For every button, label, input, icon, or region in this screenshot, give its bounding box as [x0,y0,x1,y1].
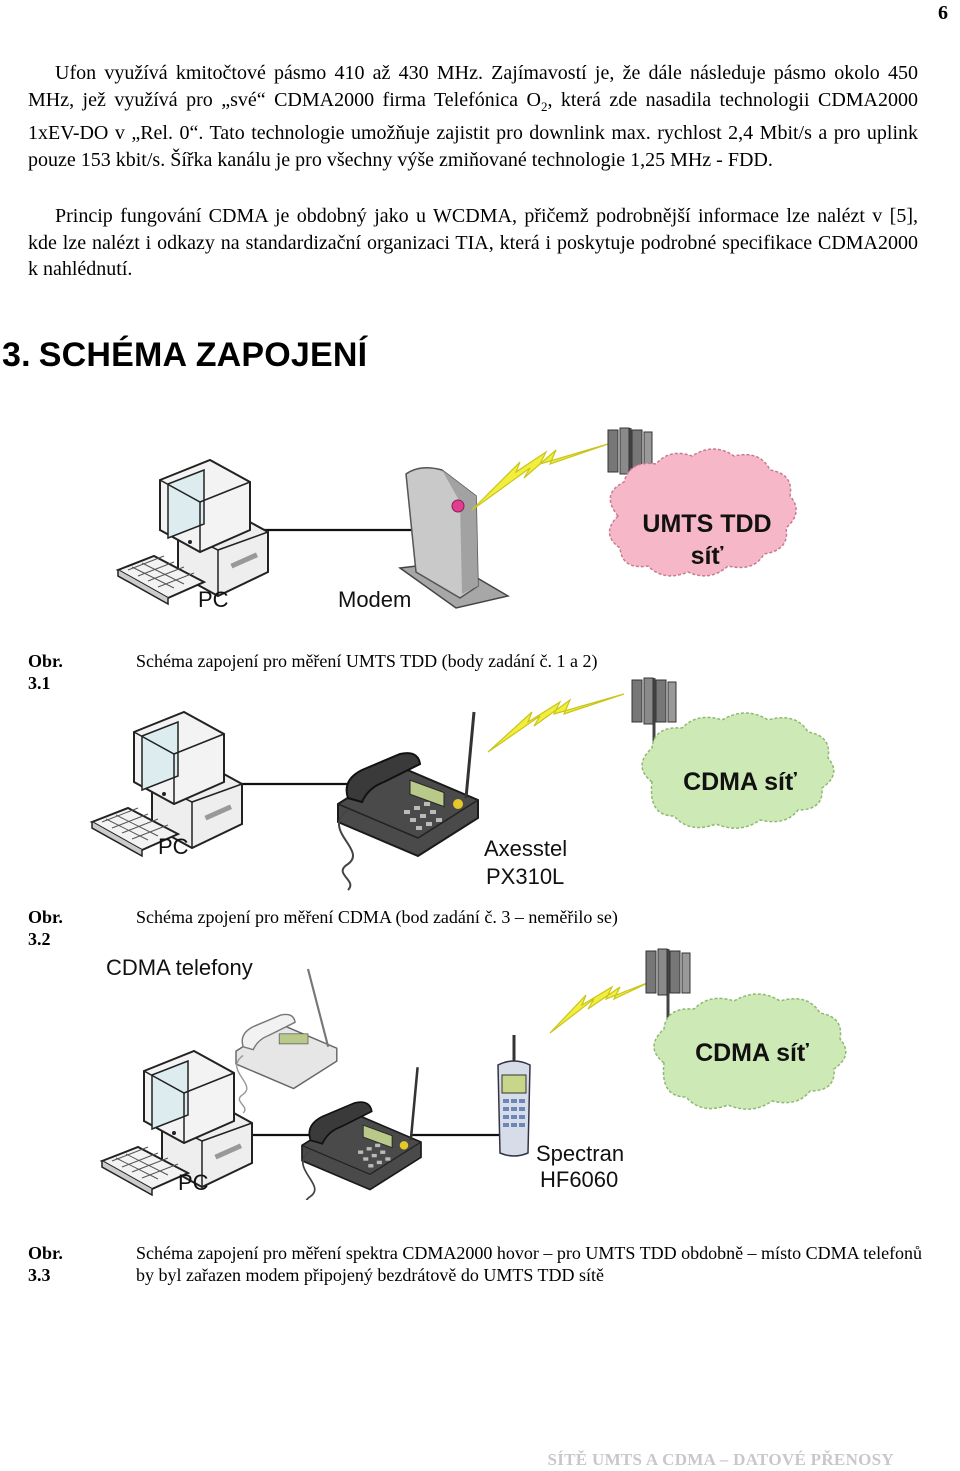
paragraph-1-text-b: , která zde nasadila technologii CDMA200… [28,88,918,171]
lightning-bolt [549,980,653,1034]
paragraph-cdma-bands: Ufon využívá kmitočtové pásmo 410 až 430… [28,60,918,173]
figure-umts-tdd-diagram: UMTS TDD síť PC Modem [117,426,797,612]
figure-2-caption-label: Obr. 3.2 [28,907,63,949]
lightning-bolt [471,443,609,511]
page-footer: SÍTĚ UMTS A CDMA – DATOVÉ PŘENOSY [547,1450,894,1469]
figure-3-caption-label: Obr. 3.3 [28,1243,63,1285]
paragraph-1-text-a: Ufon využívá kmitočtové pásmo 410 až 430… [28,62,918,111]
cloud-label: CDMA síť [695,1039,809,1067]
lightning-bolt [487,693,625,753]
section-title: SCHÉMA ZAPOJENÍ [38,336,368,374]
page-number: 6 [938,2,948,24]
spectrum-analyzer-icon [497,1035,531,1157]
cloud-label-line2: síť [691,542,724,570]
cdma-cloud [653,993,847,1110]
pc-label: PC [158,834,189,859]
phone-label-line1: Axesstel [484,836,567,861]
pc-label: PC [178,1170,209,1195]
figure-cdma-diagram: CDMA síť PC Axesstel PX310L [91,676,835,892]
cloud-label-line1: UMTS TDD [642,510,771,538]
cdma-cloud [641,712,835,829]
cloud-label: CDMA síť [683,768,797,796]
umts-tdd-cloud [608,448,797,577]
pc-icon [117,459,269,605]
figure-spectrum-diagram: CDMA telefony CDMA síť PC Spectran HF606… [101,947,847,1200]
paragraph-2-text: Princip fungování CDMA je obdobný jako u… [28,205,918,280]
phones-label: CDMA telefony [106,955,253,980]
analyzer-label-line2: HF6060 [540,1167,618,1192]
phone-label-line2: PX310L [486,864,564,889]
section-number: 3. [2,336,31,374]
paragraph-1-subscript: 2 [540,98,548,114]
figure-1-caption-label: Obr. 3.1 [28,651,63,693]
paragraph-cdma-principle: Princip fungování CDMA je obdobný jako u… [28,203,918,283]
pc-icon [101,1050,253,1196]
desk-phone-icon [336,710,480,892]
figure-2-caption-text: Schéma zpojení pro měření CDMA (bod zadá… [136,907,618,927]
desk-phone-icon [300,1065,423,1200]
figure-1-caption-text: Schéma zapojení pro měření UMTS TDD (bod… [136,651,598,671]
analyzer-label-line1: Spectran [536,1141,624,1166]
modem-icon [397,467,511,609]
figure-3-caption-text: Schéma zapojení pro měření spektra CDMA2… [136,1243,923,1285]
white-phone-icon [235,968,338,1114]
section-heading: 3.SCHÉMA ZAPOJENÍ [2,336,367,375]
pc-label: PC [198,587,229,612]
modem-label: Modem [338,587,411,612]
